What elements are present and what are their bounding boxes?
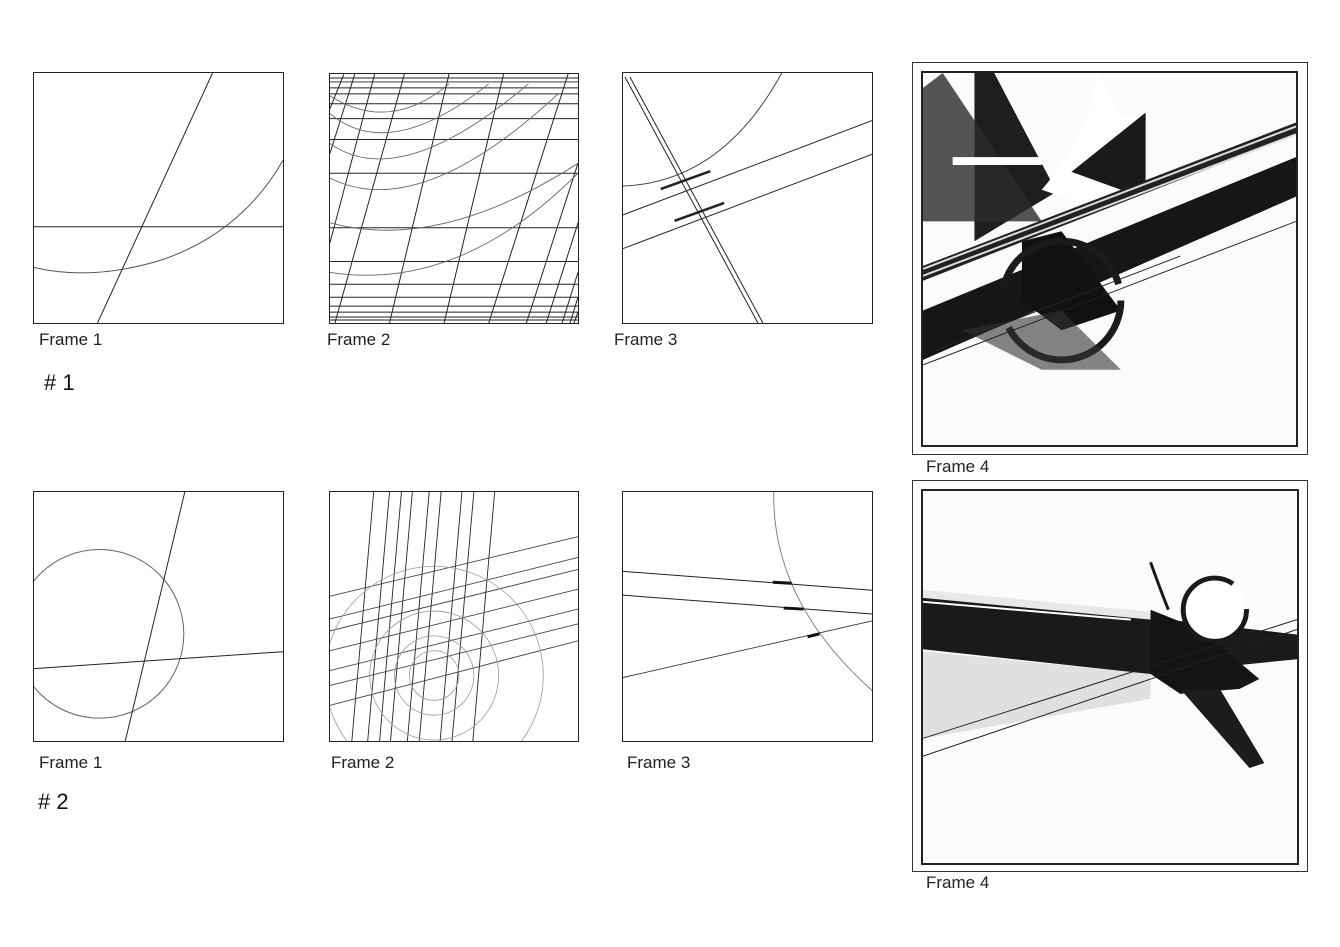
set2-frame3-drawing — [623, 492, 872, 691]
set2-frame2-label: Frame 2 — [331, 753, 395, 772]
set2-frame2 — [329, 491, 579, 742]
set1-frame4 — [921, 71, 1298, 447]
set2-frame1 — [33, 491, 284, 742]
set2-frame4-label: Frame 4 — [926, 873, 990, 892]
set1-title: # 1 — [44, 370, 75, 395]
set2-frame1-drawing — [34, 492, 283, 741]
set1-frame1-label: Frame 1 — [39, 330, 103, 349]
set2-frame2-drawing — [330, 492, 578, 741]
set2-frame3 — [622, 491, 873, 742]
set1-frame3 — [622, 72, 873, 324]
set2-frame4 — [921, 489, 1299, 865]
set1-frame1 — [33, 72, 284, 324]
set1-frame2-label: Frame 2 — [327, 330, 391, 349]
set2-frame3-label: Frame 3 — [627, 753, 691, 772]
set2-frame4-outer — [912, 480, 1308, 872]
set1-frame3-drawing — [623, 73, 872, 323]
set1-frame4-drawing — [923, 73, 1296, 370]
set2-frame1-label: Frame 1 — [39, 753, 103, 772]
set1-frame3-label: Frame 3 — [614, 330, 678, 349]
set2-frame4-drawing — [923, 561, 1297, 769]
set1-frame4-outer — [912, 62, 1308, 455]
set1-frame2 — [329, 73, 579, 324]
set2-title: # 2 — [38, 789, 69, 814]
set1-frame1-drawing — [34, 73, 283, 323]
set1-frame4-label: Frame 4 — [926, 457, 990, 476]
set1-frame2-drawing — [330, 74, 578, 323]
